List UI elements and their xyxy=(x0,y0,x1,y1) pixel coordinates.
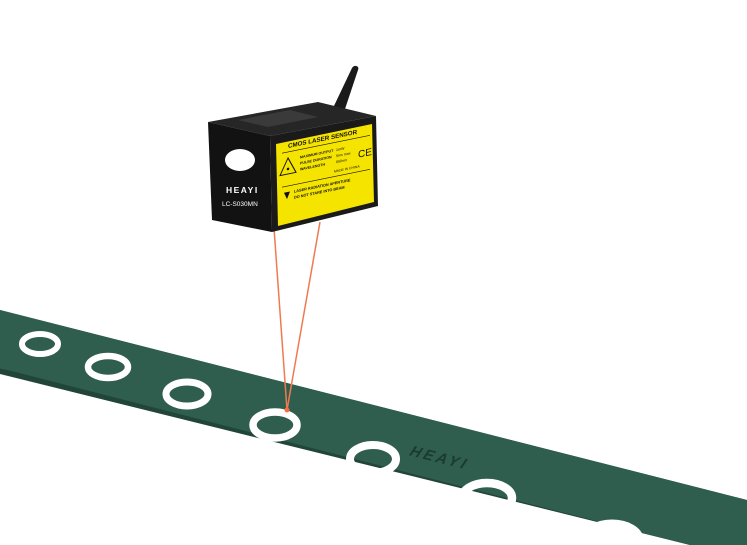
washer-ring xyxy=(19,331,61,357)
washer-rings xyxy=(19,331,644,545)
laser-hazard-icon xyxy=(279,156,297,177)
washer-ring xyxy=(249,408,301,442)
spec-value-2: 5ms max xyxy=(336,151,351,158)
sensor-brand: HEAYI xyxy=(226,185,259,195)
washer-ring xyxy=(346,441,400,477)
laser-beam-emitted xyxy=(273,227,288,411)
sensor-front-face xyxy=(208,122,272,232)
spec-name-2: PULSE DURATION xyxy=(300,155,332,165)
sensor-cable xyxy=(333,65,359,112)
conveyor-belt-surface xyxy=(0,310,747,545)
sensor-model: LC-S030MN xyxy=(222,201,258,208)
spec-name-1: MAXIMUM OUTPUT xyxy=(300,149,334,160)
laser-sensor: HEAYI LC-S030MN CMOS LASER SENSOR MAXIMU… xyxy=(208,65,378,232)
spec-value-1: 1mW xyxy=(336,146,345,152)
spec-name-3: WAVELENGTH xyxy=(300,162,325,171)
laser-beams xyxy=(273,221,321,413)
spec-value-3: 650nm xyxy=(336,158,347,164)
laser-beam-reflected xyxy=(286,221,321,411)
sensor-top-display xyxy=(238,110,318,127)
washer-ring xyxy=(162,378,212,410)
made-in-label: MADE IN CHINA xyxy=(334,164,360,173)
ce-mark: CE xyxy=(358,147,372,161)
washer-ring xyxy=(84,352,132,382)
washer-ring xyxy=(457,478,517,518)
sensor-lens-window xyxy=(225,149,255,171)
warning-arrow-icon xyxy=(284,191,290,200)
washer-ring xyxy=(580,519,644,545)
laser-spot xyxy=(284,407,290,413)
